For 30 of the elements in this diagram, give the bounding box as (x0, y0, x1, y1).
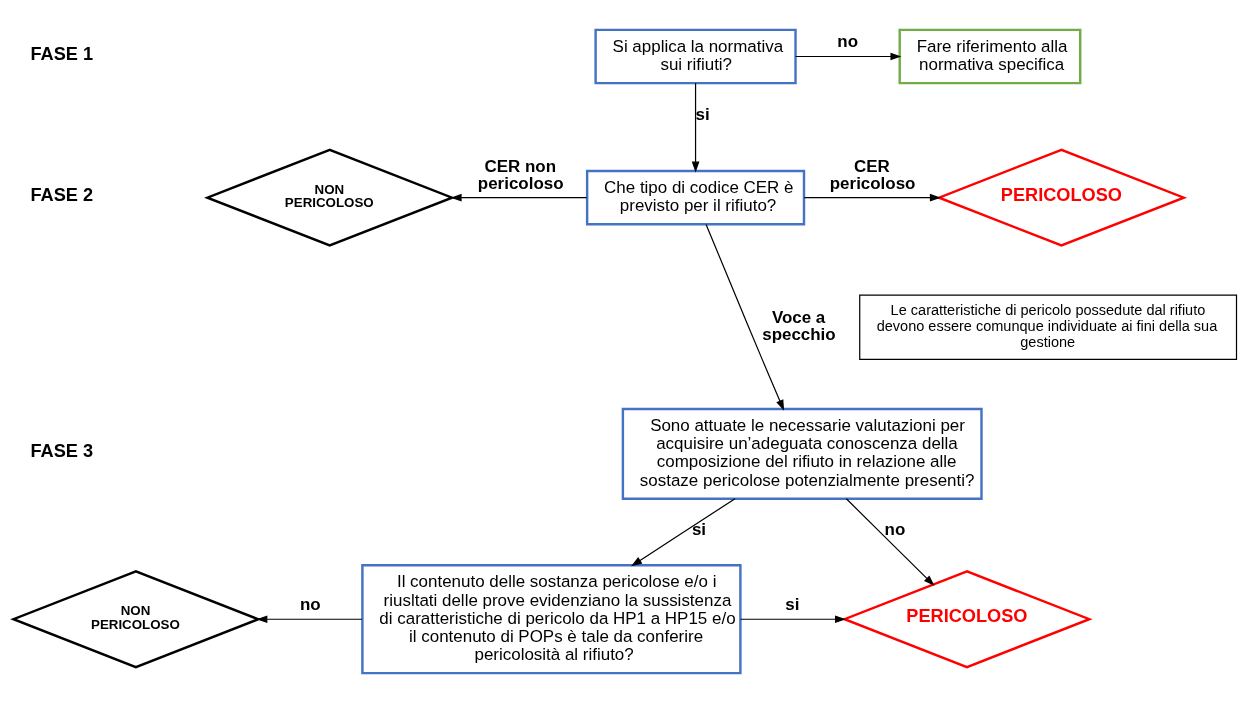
label: FASE 1 (30, 43, 94, 64)
node-diamond: PERICOLOSO (935, 148, 1188, 247)
edge-label: no (884, 519, 906, 539)
edge-label: CER pericoloso (829, 156, 916, 193)
edge-label: si (695, 104, 710, 124)
arrow (845, 497, 935, 586)
node-box: Si applica la normativa sui rifiuti? (594, 28, 797, 84)
node-box: Che tipo di codice CER è previsto per il rifiuto? (585, 169, 806, 225)
edge-label: CER non pericoloso (477, 156, 564, 193)
arrow (450, 193, 588, 201)
arrow (256, 614, 363, 623)
node-box: Il contenuto delle sostanza pericolose e/o i riusltati delle prove evidenziano la sussistenza di caratteristiche di pericolo da HP1 a HP15 e/o il contenuto di POPs è tale da conferire pericolosità al rifiuto? (361, 563, 742, 674)
edge-label: si (785, 594, 800, 614)
node-box: Sono attuate le necessarie valutazioni per acquisire un’adeguata conoscenza della composizione del rifiuto in relazione alle sostaze pericolose potenzialmente presenti? (621, 407, 983, 500)
edge-label: no (837, 31, 859, 51)
node-diamond: NON PERICOLOSO (204, 148, 456, 247)
label: FASE 2 (30, 184, 94, 205)
edge-label: Voce a specchio (762, 307, 836, 344)
arrow (740, 614, 846, 623)
edge-label: no (300, 594, 321, 614)
arrow (803, 193, 941, 201)
arrow (631, 497, 736, 566)
node-box: Fare riferimento alla normativa specifica (898, 28, 1082, 84)
arrow (705, 223, 785, 411)
node-diamond: PERICOLOSO (841, 569, 1093, 668)
edge-label: si (691, 519, 707, 539)
arrow (691, 82, 700, 172)
label: FASE 3 (30, 440, 94, 461)
arrow (795, 52, 902, 60)
node-box: Le caratteristiche di pericolo possedute dal rifiuto devono essere comunque individuate ai fini della sua gestione (859, 294, 1238, 360)
